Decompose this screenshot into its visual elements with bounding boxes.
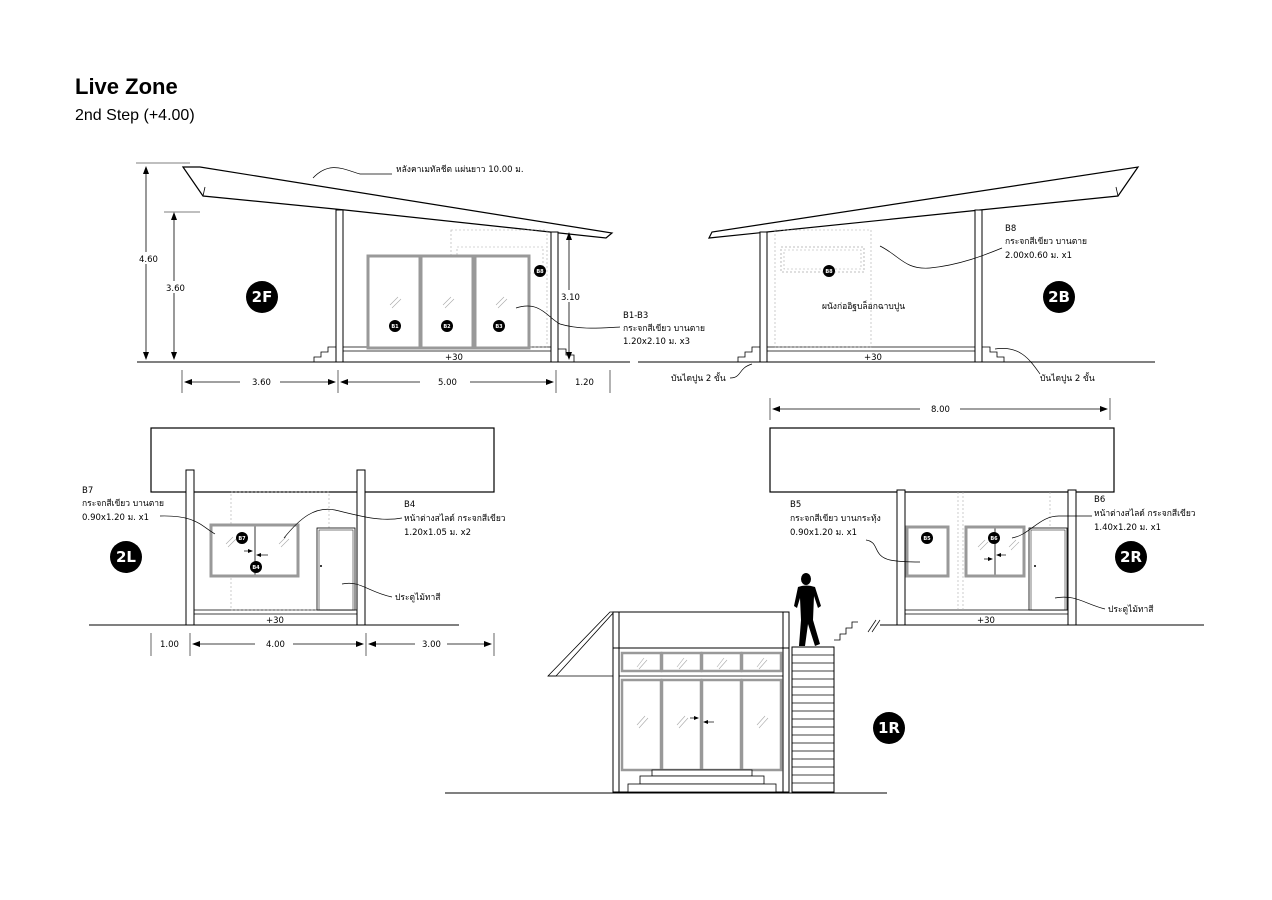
dim-left: 1.00 (160, 640, 179, 650)
steps (313, 346, 336, 362)
roof-fascia (150, 427, 495, 493)
elevation-2f: B1 B2 B3 B8 +30 4.60 3.60 3.10 (136, 162, 705, 393)
roof (181, 166, 614, 239)
steps (982, 346, 1005, 362)
column (335, 209, 344, 363)
column (1067, 489, 1077, 626)
clerestory-windows (620, 651, 783, 673)
tag-b3 (493, 320, 505, 332)
tag-b5 (921, 532, 933, 544)
dim-height-wall: 3.60 (166, 284, 185, 294)
callout-b5-desc: กระจกสีเขียว บานกระทุ้ง (790, 513, 881, 524)
dim-mid: 4.00 (266, 640, 285, 650)
column (759, 231, 768, 363)
callout-b7-code: B7 (82, 486, 93, 496)
callout-b6-code: B6 (1094, 495, 1105, 505)
door-note: ประตูไม้ทาสี (1108, 604, 1154, 615)
column (974, 209, 983, 363)
view-badge-1r-label: 1R (878, 719, 900, 737)
tag-b1-label: B1 (391, 324, 399, 330)
tag-b1 (389, 320, 401, 332)
window-b8 (780, 246, 865, 273)
tag-b6-label: B6 (990, 536, 998, 542)
callout-size: 1.20x2.10 ม. x3 (623, 337, 690, 347)
dim-width: 8.00 (931, 405, 950, 415)
view-badge-1r (873, 712, 905, 744)
sheet-subtitle: 2nd Step (+4.00) (75, 107, 195, 124)
stair-note-right: บันไดปูน 2 ขั้น (1040, 372, 1095, 384)
tag-b8 (534, 265, 546, 277)
person-silhouette (794, 573, 821, 646)
tag-b2-label: B2 (443, 324, 451, 330)
elevation-2b: B8 ผนังก่ออิฐบล็อกฉาบปูน +30 B8 กระจกสีเ… (638, 166, 1155, 420)
callout-code: B8 (1005, 224, 1016, 234)
door-note: ประตูไม้ทาสี (395, 592, 441, 603)
stair-note-left: บันไดปูน 2 ขั้น (671, 372, 726, 384)
view-badge-2f-label: 2F (252, 288, 273, 306)
wall-note: ผนังก่ออิฐบล็อกฉาบปูน (822, 300, 905, 312)
callout-b4-code: B4 (404, 500, 415, 510)
tag-b4 (250, 561, 262, 573)
callout-b6-size: 1.40x1.20 ม. x1 (1094, 523, 1161, 533)
elevation-2l: B7 B4 +30 B7 กระจกสีเขียว บานตาย 0.90x1.… (82, 427, 506, 656)
tag-b8 (823, 265, 835, 277)
callout-code: B1-B3 (623, 311, 648, 321)
view-badge-2b (1043, 281, 1075, 313)
canopy (547, 611, 615, 677)
elevation-1r: 1R (445, 573, 905, 794)
door (1028, 527, 1068, 611)
view-badge-2f (246, 281, 278, 313)
dim-mid: 5.00 (438, 378, 457, 388)
dim-right: 1.20 (575, 378, 594, 388)
floor-level: +30 (266, 616, 284, 626)
tag-b4-label: B4 (252, 565, 260, 571)
exterior-stair (791, 646, 835, 793)
callout-b7-desc: กระจกสีเขียว บานตาย (82, 498, 164, 509)
floor-level: +30 (445, 353, 463, 363)
floor-level: +30 (977, 616, 995, 626)
roof-note: หลังคาเมทัลชีต แผ่นยาว 10.00 ม. (396, 164, 524, 175)
tag-b3-label: B3 (495, 324, 503, 330)
dim-left: 3.60 (252, 378, 271, 388)
floor-level: +30 (864, 353, 882, 363)
callout-b7-size: 0.90x1.20 ม. x1 (82, 513, 149, 523)
column (185, 469, 195, 626)
callout-desc: กระจกสีเขียว บานตาย (1005, 236, 1087, 247)
elevation-2r: B5 B6 +30 B5 กระจกสีเขียว บานกระทุ้ง 0.9… (769, 427, 1204, 641)
callout-size: 2.00x0.60 ม. x1 (1005, 251, 1072, 261)
view-badge-2l (110, 541, 142, 573)
callout-b5-code: B5 (790, 500, 801, 510)
tag-b7-label: B7 (238, 536, 246, 542)
callout-b4-size: 1.20x1.05 ม. x2 (404, 528, 471, 538)
window-b1-b3 (366, 254, 531, 350)
tag-b8-label: B8 (825, 269, 833, 275)
tag-b2 (441, 320, 453, 332)
view-badge-2b-label: 2B (1048, 288, 1070, 306)
door (316, 527, 356, 611)
dim-right: 3.00 (422, 640, 441, 650)
column (356, 469, 366, 626)
callout-desc: กระจกสีเขียว บานตาย (623, 323, 705, 334)
view-badge-2r-label: 2R (1120, 548, 1142, 566)
callout-b4-desc: หน้าต่างสไลด์ กระจกสีเขียว (404, 513, 506, 524)
tag-b8-label: B8 (536, 269, 544, 275)
roof (707, 166, 1140, 239)
callout-b6-desc: หน้าต่างสไลด์ กระจกสีเขียว (1094, 508, 1196, 519)
view-badge-2r (1115, 541, 1147, 573)
callout-b5-size: 0.90x1.20 ม. x1 (790, 528, 857, 538)
sliding-doors (620, 678, 783, 772)
tag-b7 (236, 532, 248, 544)
sheet-title: Live Zone (75, 74, 178, 99)
view-badge-2l-label: 2L (116, 548, 136, 566)
dim-height-total: 4.60 (139, 255, 158, 265)
column (896, 489, 906, 626)
steps (737, 346, 760, 362)
tag-b6 (988, 532, 1000, 544)
dim-height-window: 3.10 (561, 293, 580, 303)
column (550, 231, 559, 363)
tag-b5-label: B5 (923, 536, 931, 542)
roof-fascia (769, 427, 1115, 493)
